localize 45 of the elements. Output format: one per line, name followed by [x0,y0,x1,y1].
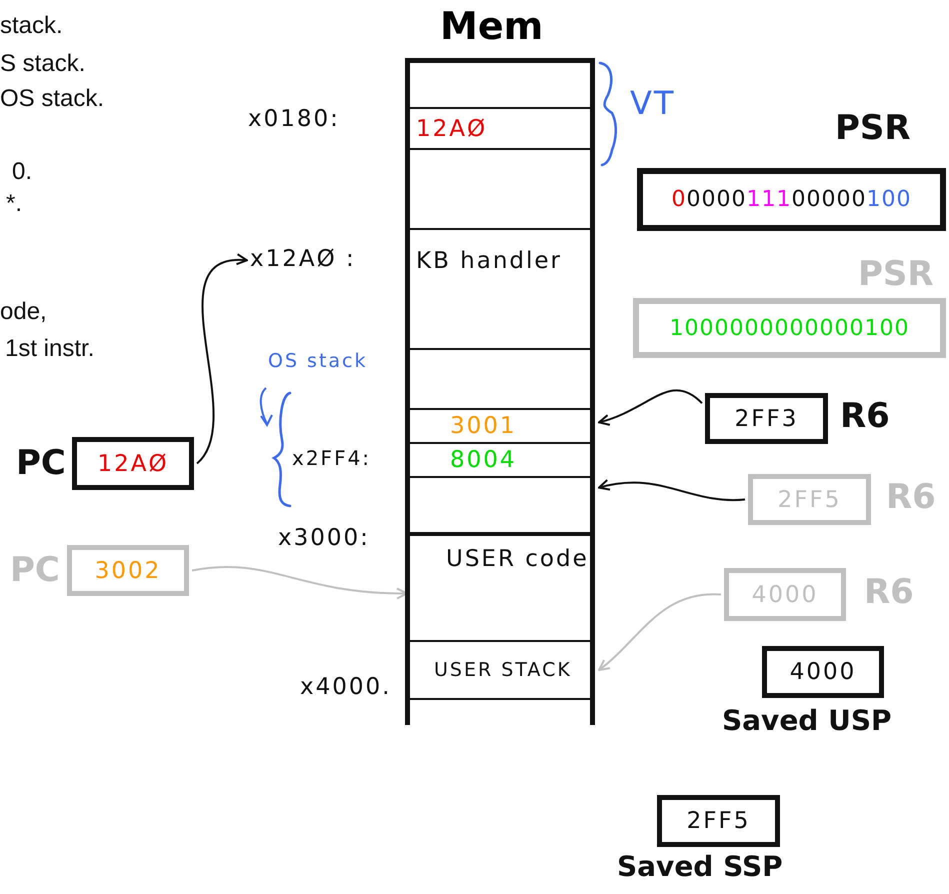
register-label: Saved SSP [617,850,783,883]
address-label: x2FF4: [292,446,372,470]
note-text: 0. [12,158,32,186]
register-label: PSR [835,108,911,148]
arrow [196,254,248,464]
register-box: 0000011100000100 [637,168,946,231]
memory-column [405,58,595,725]
register-box: 2FF5 [748,474,871,525]
note-text: 1st instr. [5,335,94,363]
annotation-label: OS stack [268,350,368,372]
memory-title: Mem [440,4,544,48]
register-box: 1000000000000100 [633,298,946,358]
note-text: *. [6,190,22,218]
address-label: x0180: [248,106,340,132]
address-label: x3000: [278,525,370,551]
register-label: R6 [864,572,914,612]
arrow [598,480,746,502]
arrow [598,389,703,426]
register-box: 4000 [724,568,846,621]
register-box: 2FF3 [705,393,828,444]
register-label: R6 [886,477,936,517]
register-box: 3002 [67,545,189,596]
note-text: S stack. [0,50,86,78]
memory-row: USER code [410,534,590,642]
annotation-label: VT [630,84,676,122]
register-label: PSR [858,254,934,294]
memory-row: 3001 [410,408,590,444]
memory-row: 12AØ [410,107,590,150]
register-box: 12AØ [72,437,194,490]
memory-row: 8004 [410,442,590,478]
note-text: OS stack. [0,85,104,113]
note-text: stack. [0,12,63,40]
memory-row: KB handler [410,228,590,350]
register-label: PC [16,443,66,483]
register-label: R6 [840,396,890,436]
address-label: x4000. [300,674,392,700]
note-text: ode, [0,298,47,326]
register-label: Saved USP [722,704,892,737]
register-label: PC [10,550,60,590]
memory-row: USER STACK [410,640,590,700]
arrow [192,566,408,600]
register-box: 2FF5 [657,795,780,847]
arrow [598,593,721,671]
register-box: 4000 [762,646,884,698]
address-label: x12AØ : [250,246,356,272]
